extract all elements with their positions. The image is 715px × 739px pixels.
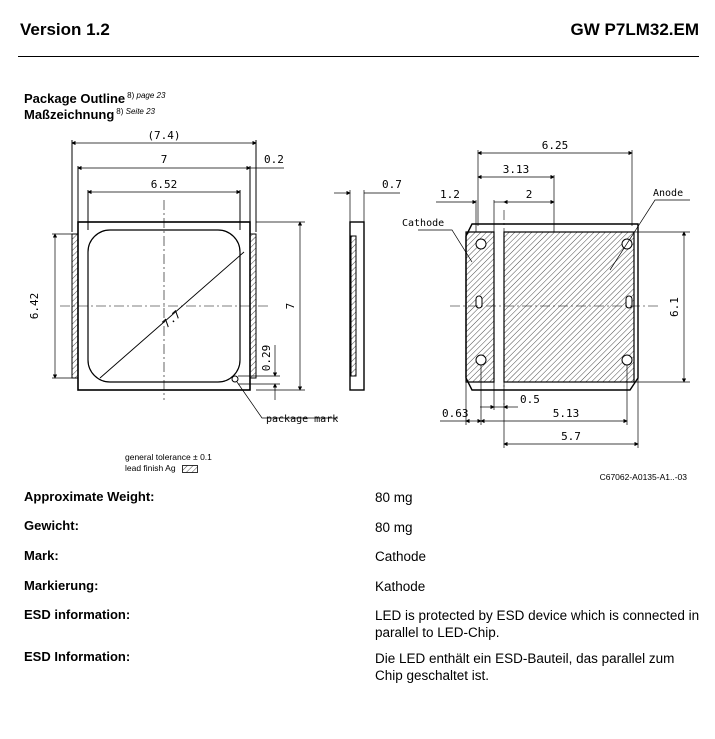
top-view: [52, 140, 338, 419]
dim-body-width: 7: [161, 153, 168, 166]
spec-label-weight: Approximate Weight:: [24, 489, 155, 504]
spec-label-markierung: Markierung:: [24, 578, 99, 593]
label-cathode: Cathode: [402, 218, 444, 229]
package-mark-dot: [231, 375, 239, 383]
section-title-en-text: Package Outline: [24, 91, 126, 106]
dim-diagonal: 7.7: [160, 308, 184, 331]
dim-body-height: 7: [284, 303, 297, 310]
lead-finish-text: lead finish Ag: [125, 463, 176, 473]
spec-value-esd-de: Die LED enthält ein ESD-Bauteil, das par…: [375, 651, 675, 683]
package-outline-drawing: (7.4) 7 0.2 6.52 6.42 7 7.7 0.29 package…: [28, 129, 690, 448]
spec-value-esd-en: LED is protected by ESD device which is …: [375, 608, 700, 640]
anode-pad: [503, 231, 635, 383]
lead-finish-hatch-icon: [182, 464, 198, 473]
dim-half-width: 3.13: [503, 163, 530, 176]
spec-value-weight: 80 mg: [375, 490, 413, 505]
drawing-code: C67062-A0135-A1..-03: [599, 472, 687, 482]
dim-pad-height: 6.1: [668, 297, 681, 317]
label-anode: Anode: [653, 188, 683, 199]
dim-mark-size: 0.29: [260, 345, 273, 372]
dim-inner-width: 6.52: [151, 178, 178, 191]
spec-label-gewicht: Gewicht:: [24, 518, 79, 533]
spec-value-markierung: Kathode: [375, 579, 426, 594]
section-title-de-text: Maßzeichnung: [24, 107, 115, 122]
tolerance-note: general tolerance ± 0.1: [125, 452, 212, 462]
spec-value-mark: Cathode: [375, 549, 427, 564]
version-label: Version 1.2: [20, 20, 110, 39]
product-name: GW P7LM32.EM: [570, 20, 699, 39]
dim-overall-width: (7.4): [147, 129, 180, 142]
spec-label-mark: Mark:: [24, 548, 59, 563]
footnote-ref-de: 8) Seite 23: [116, 107, 155, 116]
dim-lead-offset: 0.2: [264, 153, 284, 166]
bottom-view: [418, 150, 690, 448]
diagonal-line: [99, 251, 245, 379]
dim-anode-span: 5.7: [561, 430, 581, 443]
dim-hole-spacing: 5.13: [553, 407, 580, 420]
side-view: [334, 190, 400, 391]
dim-cathode-width: 1.2: [440, 188, 460, 201]
dim-bottom-width: 6.25: [542, 139, 569, 152]
spec-value-gewicht: 80 mg: [375, 520, 413, 535]
footnote-ref-en: 8) page 23: [127, 91, 166, 100]
spec-label-esd-de: ESD Information:: [24, 649, 131, 664]
label-package-mark: package mark: [266, 414, 338, 425]
dim-gap: 0.5: [520, 393, 540, 406]
dim-hole-offset: 0.63: [442, 407, 469, 420]
dim-inner-height: 6.42: [28, 293, 41, 320]
spec-label-esd-en: ESD information:: [24, 607, 131, 622]
dim-thickness: 0.7: [382, 178, 402, 191]
header-divider: [18, 56, 699, 57]
lead-finish-note: lead finish Ag: [125, 463, 198, 474]
dim-pad-offset: 2: [526, 188, 533, 201]
